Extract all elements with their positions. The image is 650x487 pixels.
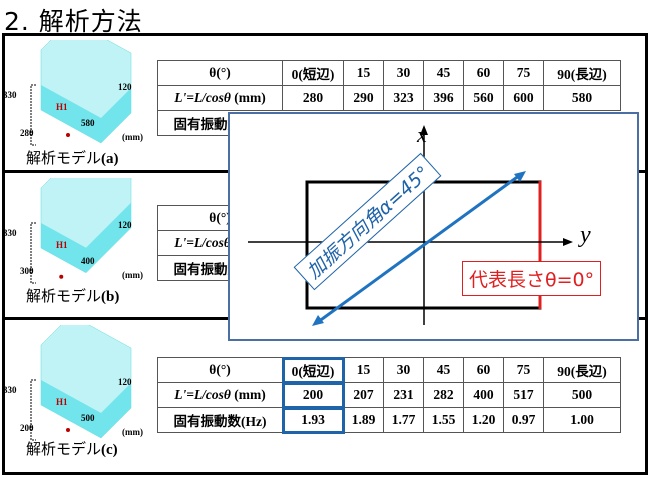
point-h1-label: H1	[56, 102, 68, 112]
page-title: 2. 解析方法	[4, 7, 143, 36]
table-cell: 500	[543, 382, 621, 408]
table-cell: 0.97	[503, 407, 544, 433]
table-cell: 75	[503, 357, 544, 383]
table-cell: 517	[503, 382, 544, 408]
width-dim: 200	[20, 423, 34, 433]
water-depth-dim: 120	[118, 82, 132, 92]
table-cell: 90(長辺)	[543, 60, 621, 86]
model-caption: 解析モデル(b)	[26, 287, 120, 305]
length-dim: 580	[81, 118, 95, 128]
tank-model-b: 330 120 300 400 (mm) H1	[3, 178, 146, 293]
water-depth-dim: 120	[118, 377, 132, 387]
unit-label: (mm)	[122, 132, 143, 142]
table-cell: 600	[503, 85, 544, 111]
point-h1-label: H1	[56, 240, 68, 250]
table-cell: 30	[383, 60, 424, 86]
table-cell: L'=L/cosθ (mm)	[157, 85, 283, 111]
model-caption: 解析モデル(c)	[26, 440, 118, 458]
tank-model-c: 330 120 200 500 (mm) H1	[3, 325, 146, 455]
table-cell: 1.89	[343, 407, 384, 433]
height-dim: 330	[3, 90, 17, 100]
excitation-diagram: x y 加振方向角α=45° 代表長さθ=0°	[228, 112, 639, 341]
table-cell: 290	[343, 85, 384, 111]
main-frame	[2, 33, 648, 475]
table-cell: 400	[463, 382, 504, 408]
table-cell: θ(°)	[157, 60, 283, 86]
table-cell: 60	[463, 357, 504, 383]
table-cell: L'=L/cosθ (mm)	[157, 230, 228, 256]
table-cell: 固有振動数(Hz)	[157, 110, 228, 136]
table-cell: 15	[343, 60, 384, 86]
representative-length-label: 代表長さθ=0°	[462, 261, 602, 296]
height-dim: 330	[3, 228, 17, 238]
table-cell: θ(°)	[157, 205, 228, 231]
table-cell: 固有振動数(Hz)	[157, 407, 283, 433]
unit-label: (mm)	[122, 427, 143, 437]
table-cell: 396	[423, 85, 464, 111]
model-caption: 解析モデル(a)	[26, 149, 119, 167]
water-depth-dim: 120	[118, 220, 132, 230]
table-cell: 1.20	[463, 407, 504, 433]
x-arrow-icon	[420, 125, 428, 135]
table-cell: 1.55	[423, 407, 464, 433]
width-dim: 280	[20, 128, 34, 138]
table-cell: θ(°)	[157, 357, 283, 383]
header-row: θ(°)	[157, 205, 228, 231]
table-cell: 45	[423, 357, 464, 383]
table-cell: 282	[423, 382, 464, 408]
table-cell: 15	[343, 357, 384, 383]
table-cell: 560	[463, 85, 504, 111]
table-cell: 0(短辺)	[281, 356, 345, 384]
table-cell: 1.77	[383, 407, 424, 433]
y-arrow-icon	[563, 238, 573, 246]
point-h1-label: H1	[56, 397, 68, 407]
width-dim: 300	[20, 266, 34, 276]
frequency-row: 固有振動数(Hz)	[157, 110, 228, 136]
length-row: L'=L/cosθ (mm)	[157, 230, 228, 256]
table-cell: L'=L/cosθ (mm)	[157, 382, 283, 408]
table-cell: 0(短辺)	[282, 60, 344, 86]
table-cell: 1.00	[543, 407, 621, 433]
unit-label: (mm)	[122, 270, 143, 280]
table-cell: 1.93	[281, 406, 345, 434]
length-dim: 500	[81, 413, 95, 423]
table-cell: 30	[383, 357, 424, 383]
table-cell: 固有振動数(Hz)	[157, 255, 228, 281]
x-axis-label: x	[417, 122, 427, 147]
length-dim: 400	[81, 256, 95, 266]
table-cell: 200	[281, 381, 345, 409]
height-dim: 330	[3, 385, 17, 395]
table-cell: 75	[503, 60, 544, 86]
table-cell: 207	[343, 382, 384, 408]
table-cell: 580	[543, 85, 621, 111]
table-cell: 231	[383, 382, 424, 408]
excitation-arrow-icon	[514, 171, 526, 182]
table-cell: 323	[383, 85, 424, 111]
table-model-a-visible-part: 固有振動数(Hz)	[157, 110, 228, 136]
y-axis-label: y	[580, 222, 591, 248]
table-cell: 90(長辺)	[543, 357, 621, 383]
tank-model-a: 330 120 280 580 (mm) H1	[3, 40, 146, 155]
table-cell: 60	[463, 60, 504, 86]
table-model-b-visible-part: θ(°)L'=L/cosθ (mm)固有振動数(Hz)	[157, 205, 228, 281]
table-cell: 280	[282, 85, 344, 111]
frequency-row: 固有振動数(Hz)	[157, 255, 228, 281]
table-cell: 45	[423, 60, 464, 86]
